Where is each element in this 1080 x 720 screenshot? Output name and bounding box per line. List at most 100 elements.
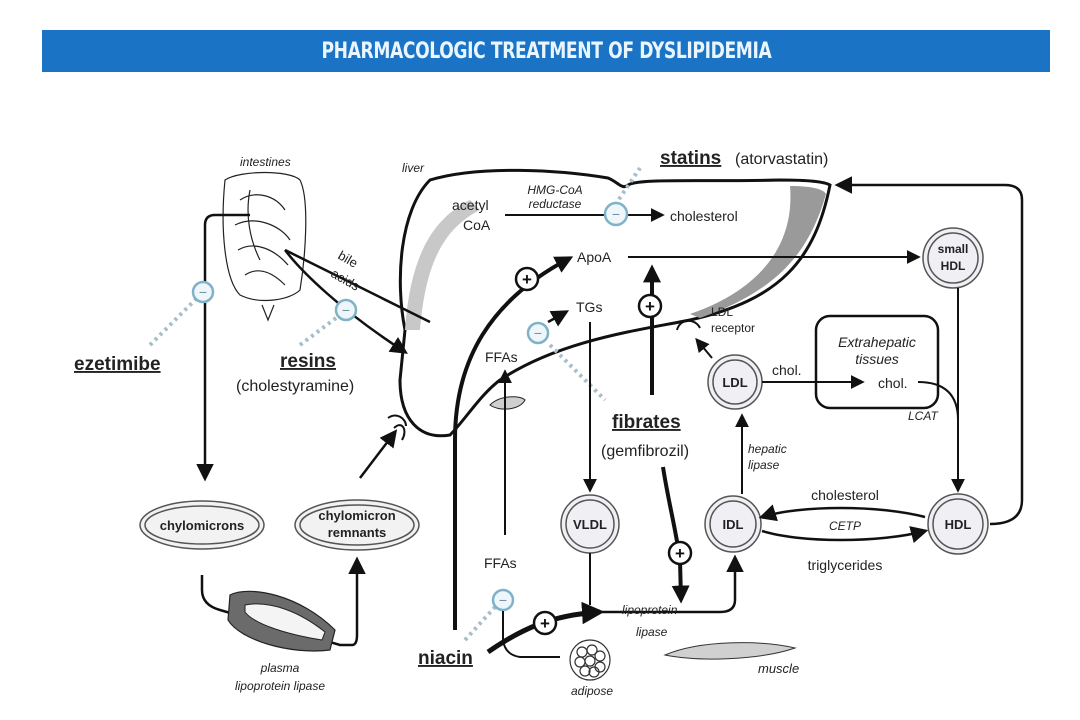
- ffas-adipose-label: FFAs: [484, 555, 517, 571]
- svg-text:remnants: remnants: [328, 525, 387, 540]
- statins-inhibit-icon: −: [603, 201, 629, 227]
- svg-text:−: −: [342, 302, 350, 318]
- lpl-lipase-label: lipase: [636, 625, 668, 639]
- statins-example: (atorvastatin): [735, 151, 828, 168]
- chylomicrons-particle: chylomicrons: [139, 500, 265, 550]
- remnant-receptor-icon: [387, 414, 407, 441]
- liver-label: liver: [402, 161, 425, 175]
- coa-label: CoA: [463, 217, 491, 233]
- ldl-particle: LDL: [707, 354, 763, 410]
- resins-dotted-link: [298, 313, 342, 347]
- fibrates-tg-inhibit-icon: −: [526, 321, 550, 345]
- cholesterol-exchange-arrow: [758, 504, 926, 522]
- svg-text:VLDL: VLDL: [573, 517, 607, 532]
- plasma-label: plasma: [260, 661, 300, 675]
- extrahepatic-tissues-box: [814, 314, 940, 410]
- ldl-receptor-label-2: receptor: [711, 321, 755, 335]
- svg-text:small: small: [938, 242, 969, 256]
- fibrates-apoa-stimulate-icon: +: [637, 293, 663, 319]
- chol-tissues-label: chol.: [878, 375, 908, 391]
- ldl-to-receptor-arrow: [695, 337, 713, 359]
- tgs-label: TGs: [576, 299, 602, 315]
- adipose-line: [502, 611, 560, 658]
- vldl-particle: VLDL: [560, 494, 620, 554]
- niacin-dotted-link: [463, 605, 497, 642]
- svg-text:HDL: HDL: [945, 517, 972, 532]
- lipoprotein-lipase-label: lipoprotein lipase: [235, 679, 325, 693]
- niacin-drug-label: niacin: [418, 648, 473, 669]
- ezetimibe-inhibit-icon: −: [191, 280, 215, 304]
- small-hdl-particle: small HDL: [922, 227, 984, 289]
- ldl-receptor-icon: [676, 319, 701, 331]
- svg-text:+: +: [645, 297, 655, 316]
- ffas-to-tgs-arrow: [547, 310, 570, 327]
- svg-text:chylomicrons: chylomicrons: [160, 518, 245, 533]
- svg-text:−: −: [199, 284, 207, 300]
- liver: [398, 168, 832, 438]
- muscle-icon: [663, 642, 797, 660]
- fibrates-lpl-arrow: [661, 466, 690, 604]
- reductase-label: reductase: [529, 197, 582, 211]
- adipose-label: adipose: [571, 684, 613, 698]
- niacin-ffa-inhibit-icon: −: [491, 588, 515, 612]
- svg-text:+: +: [675, 544, 685, 563]
- plasma-lpl-arrow: [200, 556, 366, 647]
- apoa-label: ApoA: [577, 249, 612, 265]
- niacin-lpl-stimulate-icon: +: [532, 610, 558, 636]
- acetyl-label: acetyl: [452, 197, 489, 213]
- lipoprotein-label: lipoprotein: [622, 603, 678, 617]
- statins-drug-label: statins: [660, 148, 721, 169]
- intestine-to-chylomicron-arrow: [196, 213, 250, 482]
- lipase-hepatic-label: lipase: [748, 458, 780, 472]
- cetp-label: CETP: [829, 519, 861, 533]
- ffas-liver-label: FFAs: [485, 349, 518, 365]
- page-title: PHARMACOLOGIC TREATMENT OF DYSLIPIDEMIA: [321, 38, 771, 64]
- svg-text:−: −: [534, 325, 542, 341]
- chylomicron-remnants-particle: chylomicron remnants: [294, 499, 420, 551]
- lcat-label: LCAT: [908, 409, 939, 423]
- ezetimibe-dotted-link: [148, 293, 202, 347]
- intestines-icon: [222, 171, 307, 322]
- cholesterol-cetp-label: cholesterol: [811, 487, 879, 503]
- lpl-to-idl-arrow: [590, 554, 744, 614]
- resins-drug-label: resins: [280, 351, 336, 372]
- ldl-receptor-label-1: LDL: [711, 305, 733, 319]
- svg-text:chylomicron: chylomicron: [318, 508, 395, 523]
- svg-text:+: +: [522, 270, 532, 289]
- niacin-apoa-arrow: [453, 256, 574, 630]
- svg-text:−: −: [612, 206, 620, 222]
- extrahepatic-label: Extrahepatic: [838, 334, 916, 350]
- svg-text:−: −: [499, 592, 507, 608]
- bile-acids-arrow: [284, 249, 408, 354]
- fibrates-dotted-link: [548, 343, 607, 402]
- triglycerides-label: triglycerides: [808, 557, 883, 573]
- ffa-transporter-icon: [489, 396, 526, 410]
- svg-text:IDL: IDL: [723, 517, 744, 532]
- acids-label: acids: [329, 266, 363, 294]
- tissues-label: tissues: [855, 351, 899, 367]
- fibrates-drug-label: fibrates: [612, 412, 681, 433]
- triglyceride-exchange-arrow: [761, 526, 929, 544]
- liver-shade-right: [690, 186, 826, 318]
- muscle-label: muscle: [758, 661, 799, 676]
- adipose-icon: [569, 639, 611, 681]
- svg-text:LDL: LDL: [722, 375, 747, 390]
- title-bar: PHARMACOLOGIC TREATMENT OF DYSLIPIDEMIA: [42, 30, 1050, 72]
- cholesterol-liver-label: cholesterol: [670, 208, 738, 224]
- fibrates-example: (gemfibrozil): [601, 443, 689, 460]
- idl-particle: IDL: [704, 495, 762, 553]
- blood-vessel-icon: [227, 590, 336, 652]
- remnants-to-liver-arrow: [359, 429, 398, 479]
- svg-text:+: +: [540, 614, 550, 633]
- resins-example: (cholestyramine): [236, 378, 354, 395]
- resins-inhibit-icon: −: [334, 298, 358, 322]
- ezetimibe-drug-label: ezetimibe: [74, 354, 161, 375]
- hdl-to-liver-arrow: [834, 176, 1024, 526]
- hepatic-label: hepatic: [748, 442, 787, 456]
- svg-text:HDL: HDL: [941, 259, 966, 273]
- fibrates-lpl-stimulate-icon: +: [667, 540, 693, 566]
- niacin-apoa-stimulate-icon: +: [514, 266, 540, 292]
- hmg-coa-label: HMG-CoA: [527, 183, 582, 197]
- bile-line: [284, 248, 431, 324]
- hdl-particle: HDL: [927, 493, 989, 555]
